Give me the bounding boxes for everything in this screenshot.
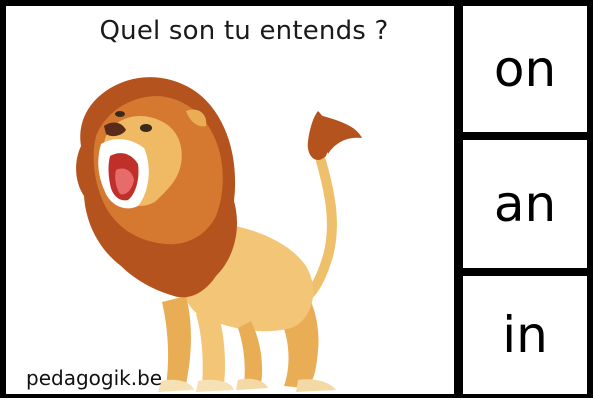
lion-illustration [76, 77, 362, 392]
choice-label: in [502, 306, 548, 364]
question-text: Quel son tu entends ? [99, 16, 389, 46]
watermark-text: pedagogik.be [26, 366, 163, 390]
choice-label: an [493, 175, 557, 233]
image-panel: Quel son tu entends ? [6, 6, 454, 394]
choice-an-button[interactable]: an [463, 140, 587, 268]
choice-in-button[interactable]: in [463, 276, 587, 394]
choice-on-button[interactable]: on [463, 6, 587, 132]
choice-label: on [493, 40, 557, 98]
